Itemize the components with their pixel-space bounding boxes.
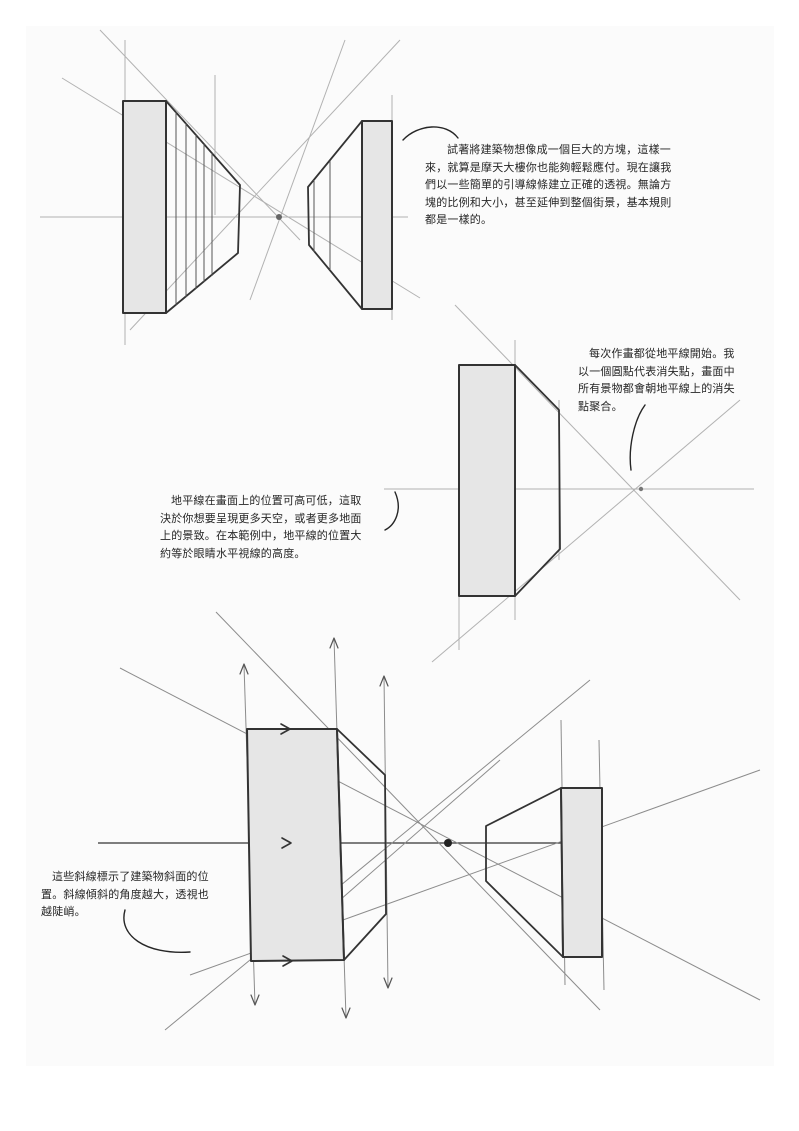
- guide-line: [431, 399, 741, 663]
- right-box-side-face: [307, 120, 363, 310]
- figure-diagonal-lines: [98, 611, 761, 1031]
- guide-line: [61, 77, 421, 299]
- guide-line: [249, 39, 346, 301]
- callout-pointer: [629, 404, 646, 471]
- arrow-right-icon: [280, 723, 291, 735]
- guide-line: [99, 29, 301, 241]
- left-box-front-face: [246, 728, 345, 962]
- right-box-front-face: [361, 120, 393, 310]
- intro-note: 試著將建築物想像成一個巨大的方塊，這樣一 來，就算是摩天大樓你也能夠輕鬆應付。現…: [425, 141, 671, 229]
- right-box-side-face: [485, 787, 564, 958]
- note-line: 越陡峭。: [41, 905, 86, 918]
- left-box-front-face: [122, 100, 167, 314]
- note-line: 都是一樣的。: [425, 213, 493, 226]
- box-side-face: [514, 364, 561, 597]
- vanishing-point-icon: [638, 486, 644, 492]
- horizon-start-note: 每次作畫都從地平線開始。我 以一個圓點代表消失點，畫面中 所有景物都會朝地平線上…: [578, 345, 735, 415]
- horizon-position-note: 地平線在畫面上的位置可高可低，這取 決於你想要呈現更多天空，或者更多地面 上的景…: [160, 492, 362, 562]
- arrow-right-icon: [281, 837, 292, 849]
- callout-pointer: [123, 909, 191, 953]
- note-line: 置。斜線傾斜的角度越大，透視也: [41, 887, 209, 901]
- arrow-down-icon: [383, 977, 393, 989]
- guide-line: [454, 304, 741, 601]
- note-line: 們以一些簡單的引導線條建立正確的透視。無論方: [425, 178, 672, 191]
- diagonal-line: [215, 611, 601, 1011]
- diagonal-line: [164, 679, 591, 1031]
- figure-one-point-boxes: [40, 29, 459, 345]
- callout-pointer: [384, 491, 399, 531]
- vanishing-point-icon: [276, 214, 282, 220]
- diagonals-note: 這些斜線標示了建築物斜面的位 置。斜線傾斜的角度越大，透視也 越陡峭。: [41, 868, 209, 921]
- callout-pointer: [402, 126, 459, 141]
- note-line: 這些斜線標示了建築物斜面的位: [52, 870, 209, 883]
- note-line: 約等於眼睛水平視線的高度。: [160, 546, 306, 560]
- right-box-front-face: [560, 787, 603, 958]
- note-line: 試著將建築物想像成一個巨大的方塊，這樣一: [447, 143, 671, 156]
- arrow-up-icon: [379, 675, 389, 687]
- box-front-face: [458, 364, 516, 597]
- arrow-down-icon: [250, 994, 260, 1006]
- left-box-side-face: [165, 100, 241, 314]
- arrow-up-icon: [329, 637, 339, 649]
- note-line: 所有景物都會朝地平線上的消失: [578, 382, 735, 395]
- note-line: 以一個圓點代表消失點，畫面中: [578, 364, 735, 378]
- note-line: 點聚合。: [578, 399, 623, 413]
- arrow-down-icon: [341, 1007, 351, 1019]
- note-line: 塊的比例和大小，甚至延伸到整個街景，基本規則: [425, 195, 672, 209]
- note-line: 來，就算是摩天大樓你也能夠輕鬆應付。現在讓我: [425, 160, 672, 174]
- guide-line: [129, 39, 401, 331]
- left-box-side-face: [336, 728, 387, 961]
- vanishing-point-icon: [444, 839, 452, 847]
- note-line: 每次作畫都從地平線開始。我: [589, 347, 735, 360]
- note-line: 地平線在畫面上的位置可高可低，這取: [171, 494, 362, 507]
- note-line: 上的景致。在本範例中，地平線的位置大: [160, 529, 362, 542]
- arrow-right-icon: [282, 955, 293, 967]
- arrow-up-icon: [239, 663, 249, 675]
- diagonal-line: [119, 667, 761, 1001]
- figure-horizon-box: [384, 304, 754, 663]
- note-line: 決於你想要呈現更多天空，或者更多地面: [160, 511, 362, 525]
